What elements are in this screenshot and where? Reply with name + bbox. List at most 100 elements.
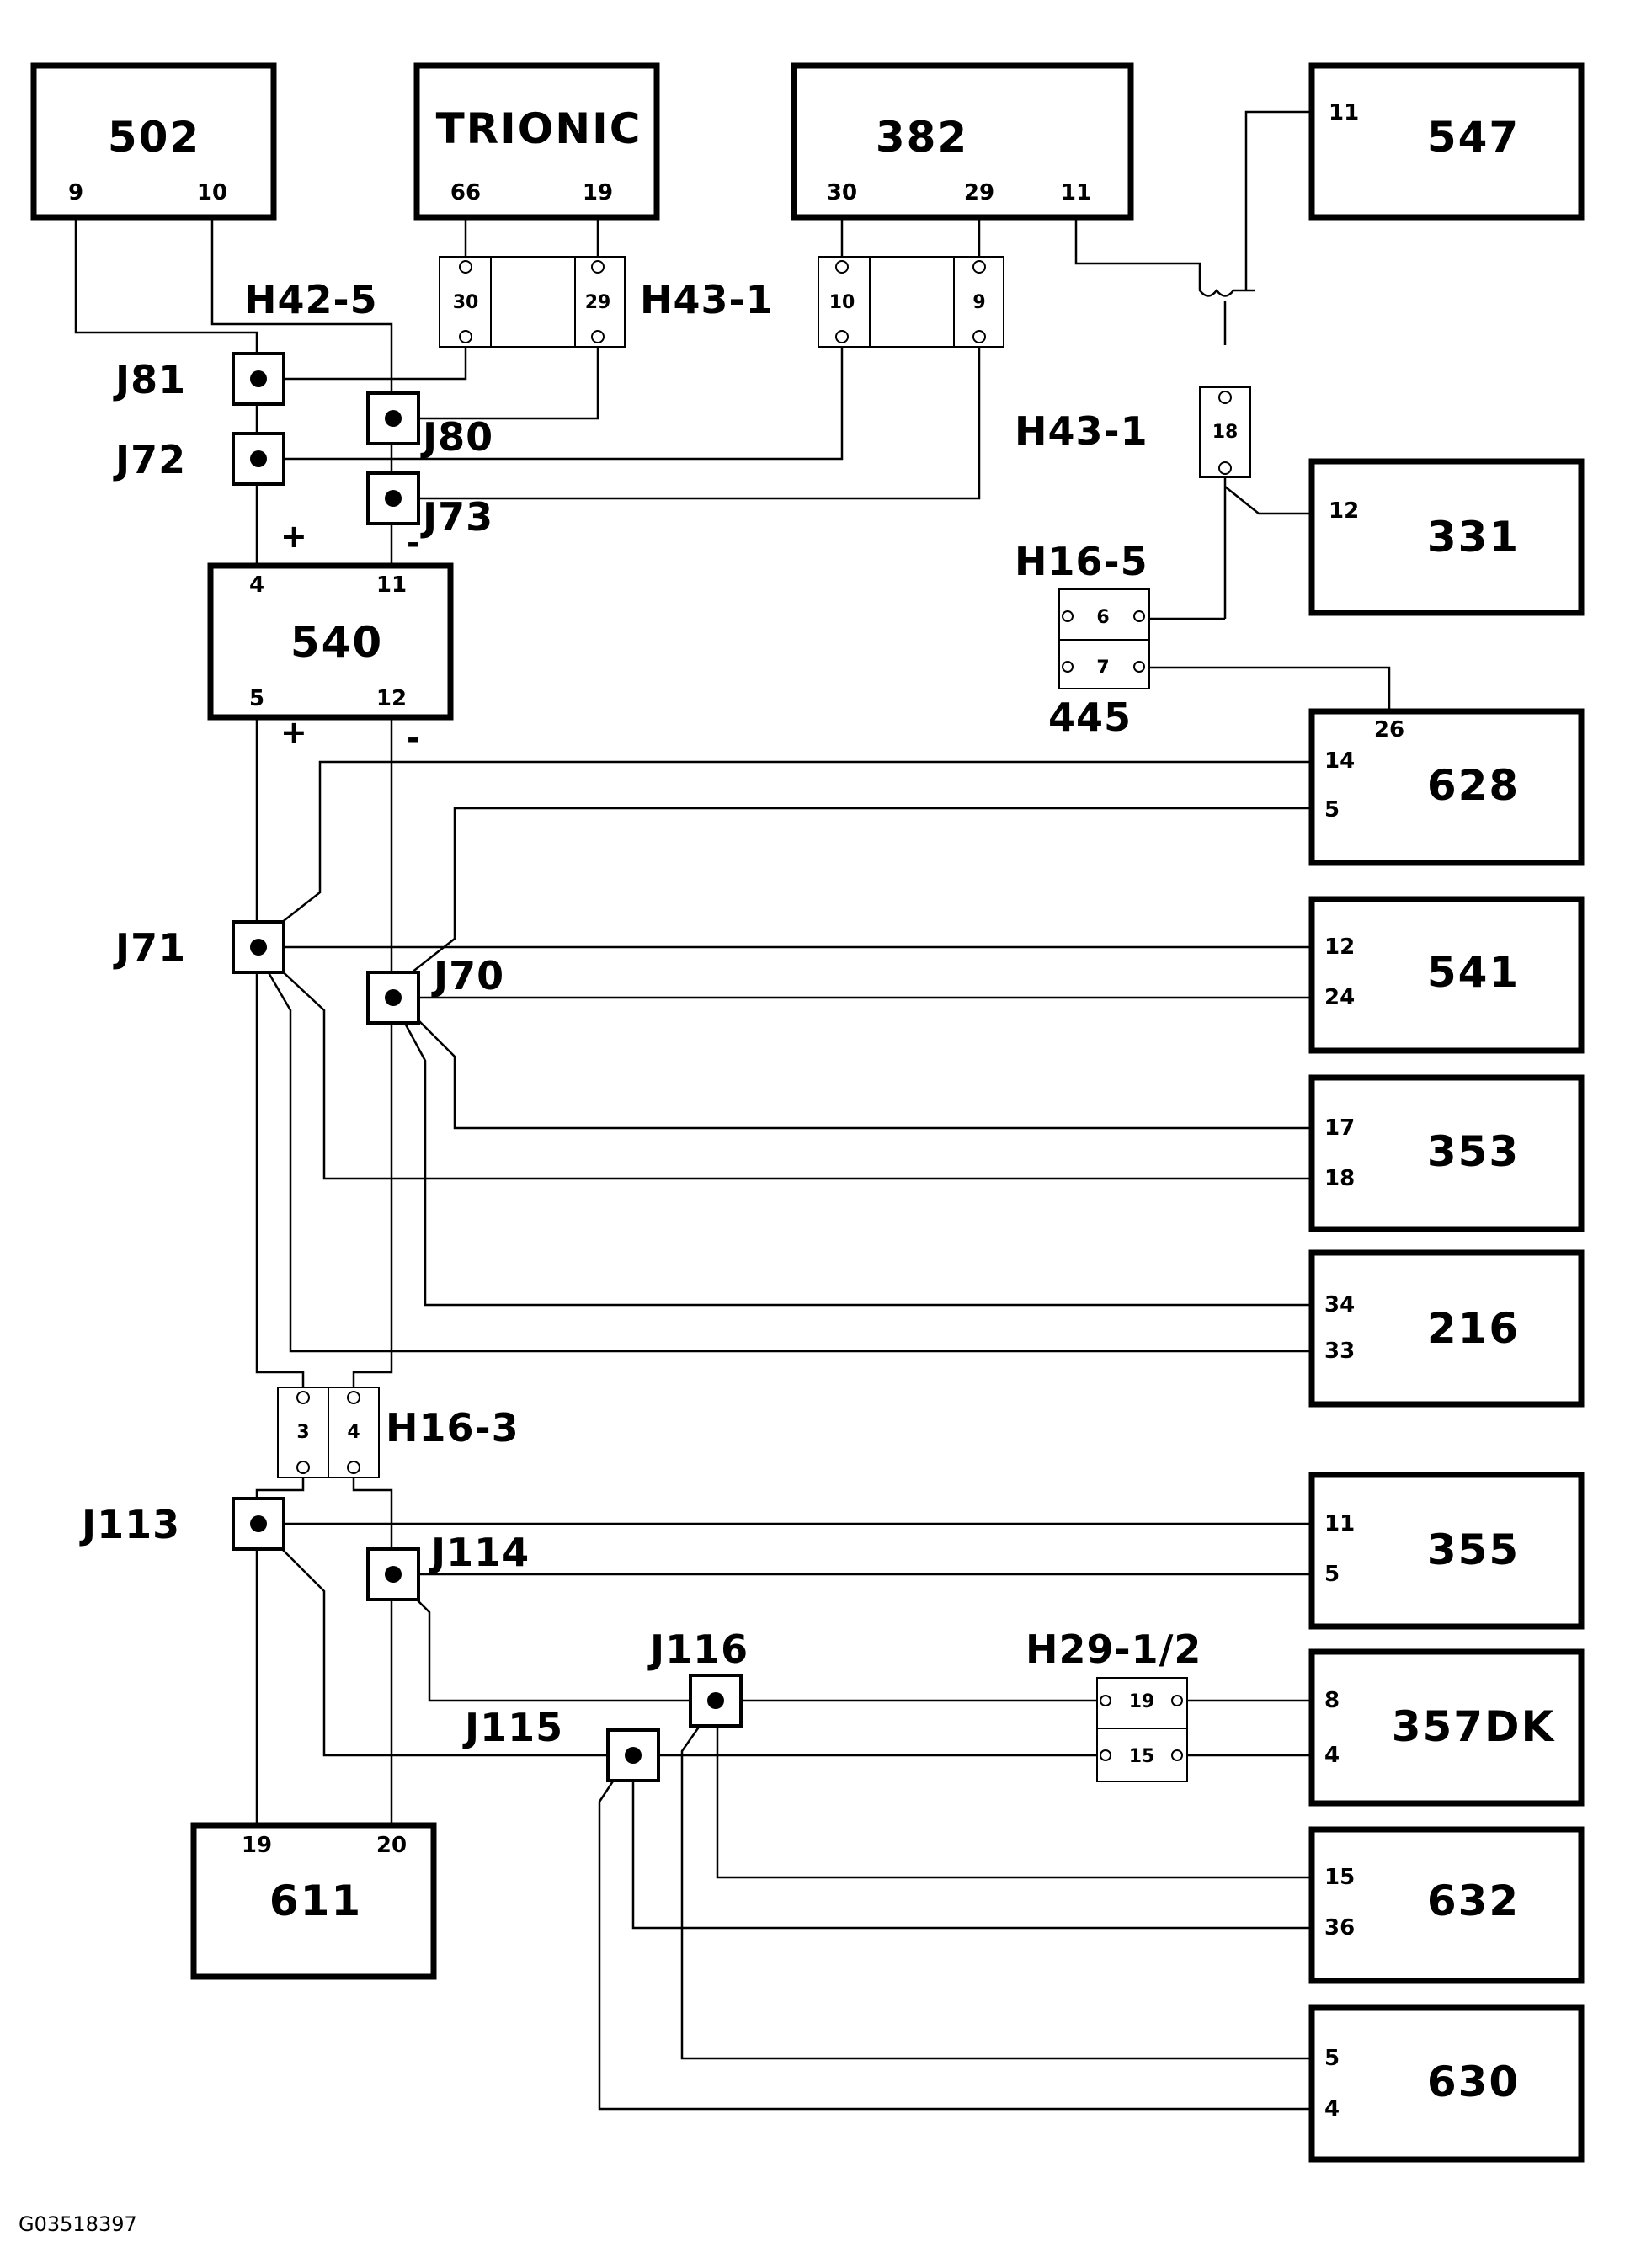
component-382-label: 382	[876, 113, 968, 162]
component-630-label: 630	[1427, 2058, 1520, 2106]
connector-pin-label: 6	[1096, 607, 1109, 628]
component-628: 628 26 14 5	[1308, 708, 1585, 866]
pin-label: 12	[376, 686, 407, 711]
splice-j70-label: J70	[431, 953, 504, 998]
splice-j114-label: J114	[429, 1530, 530, 1575]
component-382: 382 30 29 11	[791, 62, 1134, 221]
connector-pin-label: 10	[829, 292, 855, 313]
component-353-label: 353	[1427, 1127, 1520, 1176]
component-355-label: 355	[1427, 1525, 1520, 1574]
component-632: 632 15 36	[1308, 1826, 1585, 1984]
component-trionic-label: TRIONIC	[436, 104, 642, 153]
splice-j81-label: J81	[113, 357, 186, 402]
connector-h29-1-2	[1096, 1677, 1188, 1782]
connector-h16-3	[277, 1387, 380, 1478]
pin-label: 4	[1324, 2096, 1340, 2122]
polarity-plus: +	[280, 714, 307, 751]
component-540: 540 4 11 5 12	[207, 562, 454, 721]
component-216-label: 216	[1427, 1304, 1520, 1353]
component-331: 331 12	[1308, 458, 1585, 616]
component-611-label: 611	[269, 1877, 362, 1925]
component-628-label: 628	[1427, 761, 1520, 810]
connector-pin-label: 29	[585, 292, 611, 313]
connector-h16-5	[1058, 588, 1150, 689]
splice-j73	[366, 471, 420, 525]
pin-label: 5	[249, 686, 264, 711]
pin-label: 5	[1324, 1562, 1340, 1587]
component-331-label: 331	[1427, 513, 1520, 562]
pin-label: 9	[68, 180, 83, 205]
pin-label: 34	[1324, 1292, 1355, 1318]
pin-label: 19	[242, 1833, 272, 1858]
pin-label: 11	[1329, 100, 1359, 125]
pin-label: 4	[1324, 1743, 1340, 1768]
connector-h16-3-label: H16-3	[386, 1405, 519, 1451]
pin-label: 17	[1324, 1115, 1355, 1141]
component-357dk-label: 357DK	[1392, 1702, 1556, 1751]
pin-label: 26	[1374, 717, 1404, 743]
pin-label: 11	[1324, 1511, 1355, 1536]
splice-j73-label: J73	[420, 494, 493, 540]
connector-h43-1-label: H43-1	[1015, 408, 1148, 454]
splice-j115-label: J115	[462, 1705, 563, 1750]
pin-label: 20	[376, 1833, 407, 1858]
connector-pin-label: 18	[1212, 422, 1239, 443]
connector-pin-label: 7	[1096, 658, 1109, 679]
polarity-minus: -	[407, 524, 420, 562]
connector-h43-1	[818, 256, 1004, 348]
pin-label: 5	[1324, 2046, 1340, 2071]
component-216: 216 34 33	[1308, 1249, 1585, 1408]
splice-dots	[250, 370, 724, 1764]
component-541: 541 12 24	[1308, 896, 1585, 1054]
connector-h42-5	[439, 256, 626, 348]
pin-label: 15	[1324, 1865, 1355, 1890]
pin-label: 66	[450, 180, 481, 205]
pin-label: 33	[1324, 1339, 1355, 1364]
connector-pin-label: 9	[972, 292, 985, 313]
splice-j116-label: J116	[647, 1626, 749, 1672]
connector-h43-1-pin18	[1199, 386, 1251, 478]
component-611: 611 19 20	[190, 1822, 437, 1980]
connector-pin-label: 30	[453, 292, 479, 313]
component-632-label: 632	[1427, 1877, 1520, 1925]
component-357dk: 357DK 8 4	[1308, 1648, 1585, 1807]
pin-label: 11	[1061, 180, 1091, 205]
pin-label: 24	[1324, 985, 1355, 1010]
connector-h43-1-label: H43-1	[640, 277, 774, 322]
component-630: 630 5 4	[1308, 2004, 1585, 2163]
component-353: 353 17 18	[1308, 1074, 1585, 1232]
splice-j71-label: J71	[113, 925, 186, 971]
splice-j80-label: J80	[420, 414, 493, 460]
pin-label: 11	[376, 572, 407, 598]
component-355: 355 11 5	[1308, 1472, 1585, 1630]
connector-h42-5-label: H42-5	[244, 277, 378, 322]
connector-h16-5-note: 445	[1048, 695, 1132, 740]
pin-label: 36	[1324, 1915, 1355, 1941]
component-502: 502 9 10	[30, 62, 277, 221]
connector-pin-label: 15	[1129, 1746, 1155, 1767]
connector-pin-label: 3	[296, 1422, 309, 1443]
component-547-label: 547	[1427, 113, 1520, 162]
splice-j72	[232, 432, 285, 486]
splice-j72-label: J72	[113, 437, 186, 482]
pin-label: 18	[1324, 1166, 1355, 1191]
pin-label: 12	[1324, 934, 1355, 960]
connector-h16-5-label: H16-5	[1015, 539, 1148, 584]
pin-label: 4	[249, 572, 264, 598]
pin-label: 10	[197, 180, 227, 205]
pin-label: 12	[1329, 498, 1359, 524]
connector-pin-label: 4	[347, 1422, 360, 1443]
pin-label: 19	[583, 180, 613, 205]
connector-pin-label: 19	[1129, 1691, 1155, 1712]
splice-j113-label: J113	[79, 1502, 180, 1547]
connector-h29-1-2-label: H29-1/2	[1026, 1626, 1201, 1672]
component-trionic: TRIONIC 66 19	[413, 62, 660, 221]
component-541-label: 541	[1427, 948, 1520, 997]
pin-label: 30	[827, 180, 857, 205]
component-502-label: 502	[108, 113, 200, 162]
polarity-plus: +	[280, 518, 307, 555]
component-547: 547 11	[1308, 62, 1585, 221]
pin-label: 5	[1324, 797, 1340, 823]
figure-id: G03518397	[19, 2212, 137, 2236]
